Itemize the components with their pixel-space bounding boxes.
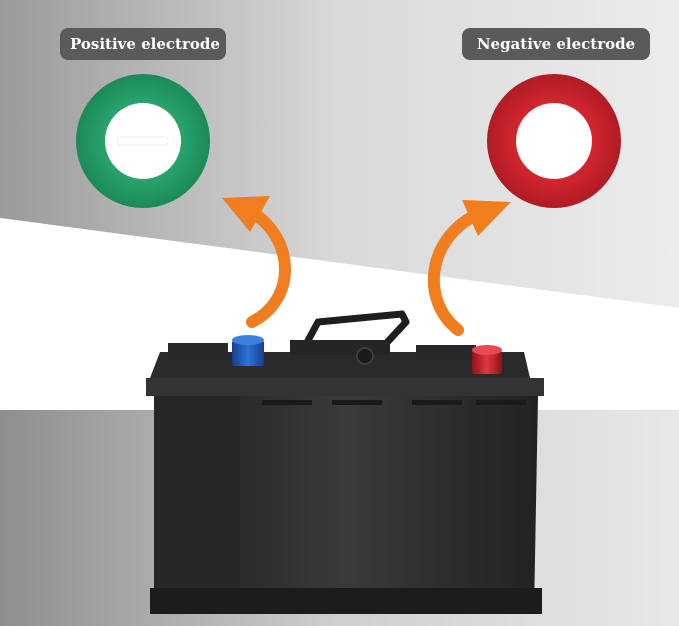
green-washer: [76, 74, 210, 208]
red-washer: [487, 74, 621, 208]
positive-electrode-label: Positive electrode: [60, 28, 226, 60]
negative-electrode-label: Negative electrode: [462, 28, 650, 60]
plus-icon: [529, 116, 579, 166]
positive-terminal: [472, 345, 502, 374]
curved-arrow-icon: [427, 200, 511, 336]
negative-terminal: [232, 335, 264, 366]
curved-arrow-icon: [222, 196, 291, 328]
minus-icon: [117, 136, 169, 146]
background-band: [0, 0, 679, 308]
car-battery: [146, 310, 544, 614]
